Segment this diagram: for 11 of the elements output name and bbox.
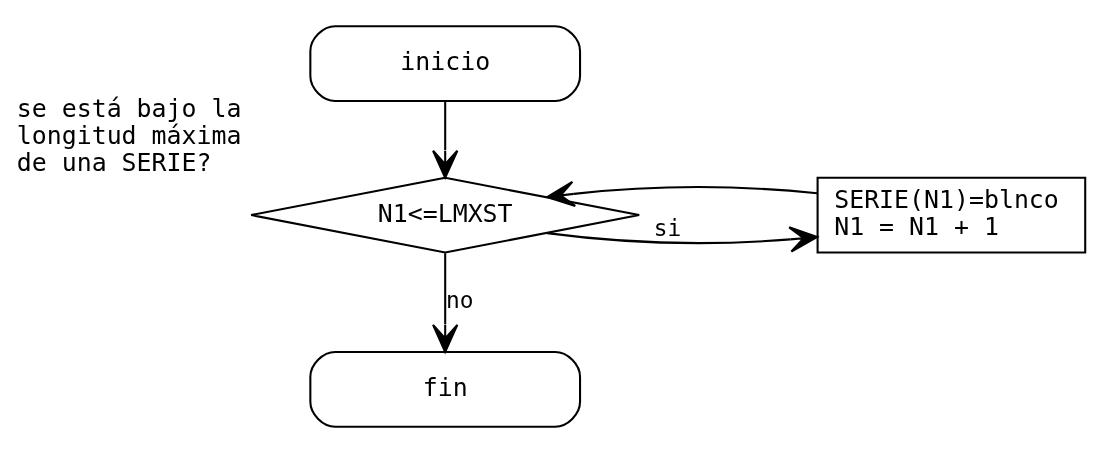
edge-label: no	[445, 286, 474, 313]
arrow	[432, 100, 459, 179]
node-box: fin	[309, 350, 582, 428]
node-box: inicio	[309, 24, 582, 102]
node-diamond: N1<=LMXST	[250, 176, 641, 253]
edge-label: si	[653, 214, 682, 241]
arrow	[546, 180, 818, 207]
arrow	[432, 252, 459, 353]
node-label: se está bajo la longitud máxima de una SERIE?	[16, 93, 242, 177]
node-box: SERIE(N1)=blnco N1 = N1 + 1	[816, 176, 1087, 253]
arrow	[546, 225, 819, 252]
